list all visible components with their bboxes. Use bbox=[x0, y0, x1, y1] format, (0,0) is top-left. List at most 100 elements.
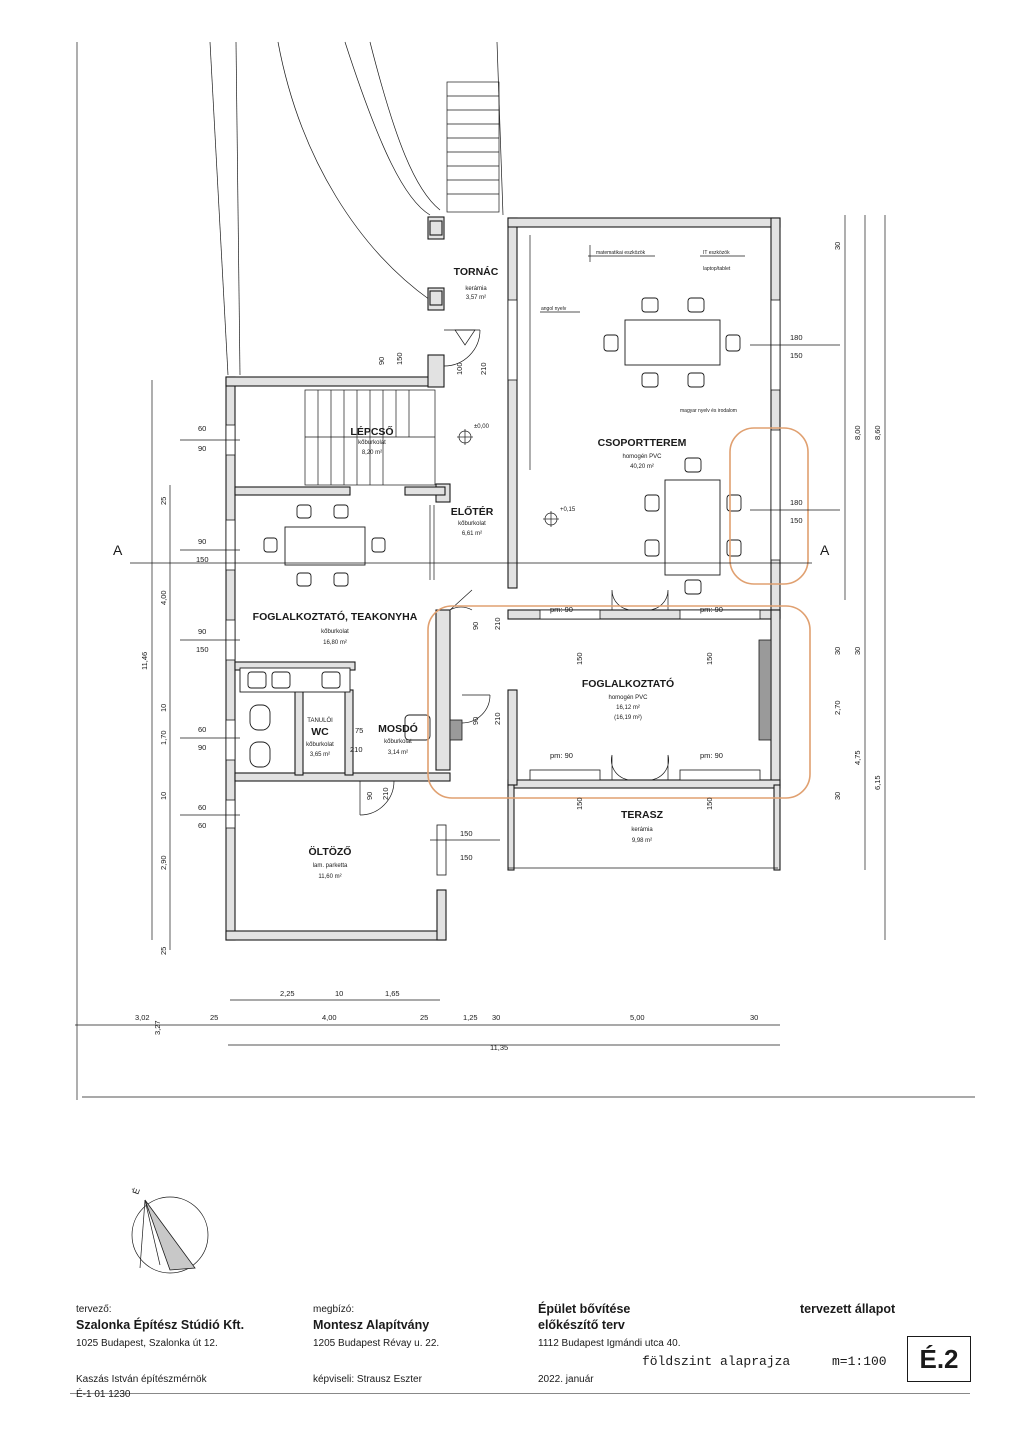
room-material-eloter: kőburkolat bbox=[458, 521, 486, 527]
room-area-mosdo: 3,14 m² bbox=[388, 750, 408, 756]
note-angol: angol nyelv bbox=[541, 306, 567, 312]
dim-door1-w: 90 bbox=[377, 357, 386, 365]
dim-win5-h: 60 bbox=[198, 821, 206, 830]
dim-right-860: 8,60 bbox=[873, 425, 882, 440]
dim-bot-327: 3,27 bbox=[153, 1020, 162, 1035]
dim-win6-w: 180 bbox=[790, 333, 803, 342]
level-plus: +0,15 bbox=[560, 507, 576, 513]
dim-door1-h: 150 bbox=[395, 352, 404, 365]
client-label: megbízó: bbox=[313, 1304, 355, 1315]
room-name-csoportterem: CSOPORTTEREM bbox=[598, 437, 687, 449]
bottom-dimension-chain: 2,25 10 1,65 3,02 3,27 25 4,00 25 1,25 3… bbox=[75, 989, 780, 1052]
dim-right-475: 4,75 bbox=[853, 750, 862, 765]
architect-name: Kaszás István építészmérnök bbox=[76, 1374, 207, 1385]
entrance-stair bbox=[446, 81, 500, 213]
left-dimension-chain: 11,46 25 4,00 10 1,70 10 2,90 25 bbox=[140, 380, 171, 955]
dim-bot-30a: 30 bbox=[492, 1013, 500, 1022]
designer-address: 1025 Budapest, Szalonka út 12. bbox=[76, 1338, 218, 1349]
dim-door6-h: 210 bbox=[381, 787, 390, 800]
dim-win2-w: 90 bbox=[198, 537, 206, 546]
dim-int2: 150 bbox=[705, 652, 714, 665]
north-icon: É bbox=[130, 1187, 141, 1196]
designer-label: tervező: bbox=[76, 1304, 112, 1315]
room-material-mosdo: kőburkolat bbox=[384, 739, 412, 745]
floor-plan: A A ±0,00 +0,15 matematikai eszközök IT … bbox=[75, 41, 975, 1274]
dim-bot-30b: 30 bbox=[750, 1013, 758, 1022]
dim-door2-h: 210 bbox=[479, 362, 488, 375]
room-name-terasz: TERASZ bbox=[621, 809, 664, 821]
room-area-tornac: 3,57 m² bbox=[466, 295, 486, 301]
section-label-left: A bbox=[113, 542, 123, 558]
dim-int4: 150 bbox=[705, 797, 714, 810]
section-line: A A bbox=[113, 542, 830, 564]
dim-win8-w: 150 bbox=[460, 829, 473, 838]
room-name2-wc: WC bbox=[311, 726, 329, 738]
dim-door5-w: 75 bbox=[355, 726, 363, 735]
dim-bot-500: 5,00 bbox=[630, 1013, 645, 1022]
room-material-wc: kőburkolat bbox=[306, 742, 334, 748]
architect-id: É-1 01 1230 bbox=[76, 1389, 131, 1400]
pm-1: pm: 90 bbox=[550, 605, 573, 614]
room-name-foglalkoztato: FOGLALKOZTATÓ bbox=[582, 677, 674, 690]
interior-stair bbox=[304, 389, 436, 486]
dim-right-30b: 30 bbox=[833, 647, 842, 655]
dim-win6-h: 150 bbox=[790, 351, 803, 360]
room-name-tornac: TORNÁC bbox=[454, 265, 499, 278]
room-material-foglalkoztato: homogén PVC bbox=[608, 695, 648, 701]
room-material-foglalkoztato-teakonyha: kőburkolat bbox=[321, 629, 349, 635]
dim-int1: 150 bbox=[575, 652, 584, 665]
room-area-foglalkoztato-teakonyha: 16,80 m² bbox=[323, 640, 347, 646]
right-dimension-chain: 30 8,00 8,60 30 30 2,70 4,75 30 6,15 bbox=[833, 215, 886, 940]
project-address: 1112 Budapest Igmándi utca 40. bbox=[538, 1338, 681, 1349]
dim-win3-h: 150 bbox=[196, 645, 209, 654]
room-labels: TORNÁC kerámia 3,57 m² LÉPCSŐ kőburkolat… bbox=[253, 265, 687, 880]
dim-bot-225: 2,25 bbox=[280, 989, 295, 998]
dim-right-270: 2,70 bbox=[833, 700, 842, 715]
equipment-notes: matematikai eszközök IT eszközök laptop/… bbox=[529, 235, 745, 470]
dim-bot-25a: 25 bbox=[210, 1013, 218, 1022]
dim-door4-h: 210 bbox=[493, 712, 502, 725]
dim-left-10a: 10 bbox=[159, 704, 168, 712]
room-area-lepcso: 8,20 m² bbox=[362, 450, 382, 456]
level-zero: ±0,00 bbox=[474, 424, 490, 430]
room-material-oltozo: lam. parketta bbox=[313, 863, 348, 869]
highlight-outlines bbox=[427, 427, 811, 799]
sheet-number: É.2 bbox=[907, 1336, 971, 1382]
title-divider bbox=[70, 1393, 970, 1394]
dim-win7-h: 150 bbox=[790, 516, 803, 525]
client-name: Montesz Alapítvány bbox=[313, 1318, 430, 1332]
project-title-2: előkészítő terv bbox=[538, 1318, 625, 1332]
dim-left-25b: 25 bbox=[159, 947, 168, 955]
dim-bot-125: 1,25 bbox=[463, 1013, 478, 1022]
room-material-tornac: kerámia bbox=[465, 286, 487, 292]
dim-door3-h: 210 bbox=[493, 617, 502, 630]
room-area-eloter: 6,61 m² bbox=[462, 531, 482, 537]
room-name1-wc: TANULÓI bbox=[307, 717, 333, 724]
plan-status: tervezett állapot bbox=[800, 1302, 896, 1316]
dim-total-left: 11,46 bbox=[140, 652, 149, 670]
room-area-terasz: 9,98 m² bbox=[632, 838, 652, 844]
dim-win2-h: 150 bbox=[196, 555, 209, 564]
dim-right-615: 6,15 bbox=[873, 775, 882, 790]
pm-2: pm: 90 bbox=[700, 605, 723, 614]
room-name-eloter: ELŐTÉR bbox=[451, 505, 494, 518]
dim-left-170: 1,70 bbox=[159, 730, 168, 745]
dim-bot-165: 1,65 bbox=[385, 989, 400, 998]
dim-bot-25b: 25 bbox=[420, 1013, 428, 1022]
room-area-foglalkoztato: 16,12 m² bbox=[616, 705, 640, 711]
dim-left-25a: 25 bbox=[159, 497, 168, 505]
dim-bot-302: 3,02 bbox=[135, 1013, 150, 1022]
dim-door3-w: 90 bbox=[471, 622, 480, 630]
dim-bot-1135: 11,35 bbox=[490, 1043, 508, 1052]
dim-win7-w: 180 bbox=[790, 498, 803, 507]
dim-bot-10: 10 bbox=[335, 989, 343, 998]
dim-win5-w: 60 bbox=[198, 803, 206, 812]
room-material-lepcso: kőburkolat bbox=[358, 440, 386, 446]
dim-right-800: 8,00 bbox=[853, 425, 862, 440]
dim-right-30c: 30 bbox=[853, 647, 862, 655]
furniture bbox=[239, 297, 742, 768]
dim-right-30a: 30 bbox=[833, 242, 842, 250]
drawing-name: földszint alaprajza bbox=[642, 1354, 791, 1369]
designer-name: Szalonka Építész Stúdió Kft. bbox=[76, 1318, 245, 1332]
dim-door6-w: 90 bbox=[365, 792, 374, 800]
